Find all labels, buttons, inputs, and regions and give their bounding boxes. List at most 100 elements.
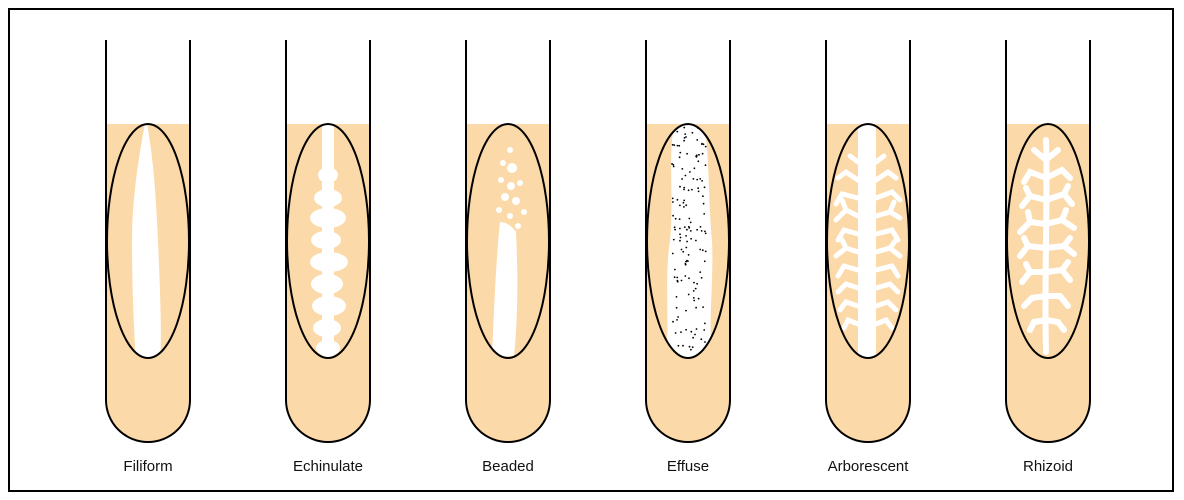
effuse-dot	[673, 239, 675, 241]
effuse-dot	[695, 155, 697, 157]
effuse-dot	[683, 200, 685, 202]
effuse-dot	[679, 156, 681, 158]
effuse-dot	[701, 277, 703, 279]
effuse-dot	[672, 215, 674, 217]
effuse-dot	[690, 331, 692, 333]
effuse-dot	[695, 307, 697, 309]
tube-echinulate: Echinulate	[286, 40, 370, 475]
tube-arborescent: Arborescent	[826, 40, 910, 475]
effuse-dot	[693, 290, 695, 292]
effuse-dot	[696, 328, 698, 330]
effuse-dot	[688, 294, 690, 296]
effuse-dot	[676, 277, 678, 279]
effuse-dot	[684, 275, 686, 277]
effuse-dot	[704, 341, 706, 343]
effuse-dot	[674, 226, 676, 228]
effuse-dot	[683, 127, 685, 129]
effuse-dot	[702, 249, 704, 251]
effuse-dot	[678, 145, 680, 147]
effuse-dot	[703, 213, 705, 215]
effuse-dot	[693, 300, 695, 302]
effuse-dot	[677, 316, 679, 318]
effuse-dot	[682, 251, 684, 253]
effuse-dot	[688, 189, 690, 191]
effuse-dot	[676, 319, 678, 321]
effuse-dot	[685, 310, 687, 312]
effuse-dot	[685, 204, 687, 206]
effuse-dot	[681, 280, 683, 282]
effuse-dot	[686, 229, 688, 231]
effuse-dot	[692, 337, 694, 339]
effuse-dot	[679, 218, 681, 220]
effuse-dot	[701, 180, 703, 182]
effuse-dot	[700, 338, 702, 340]
effuse-dot	[673, 166, 675, 168]
effuse-dot	[677, 145, 679, 147]
effuse-dot	[681, 178, 683, 180]
tube-beaded: Beaded	[466, 40, 550, 475]
effuse-dot	[703, 329, 705, 331]
effuse-dot	[698, 298, 700, 300]
effuse-dot	[690, 222, 692, 224]
effuse-dot	[682, 345, 684, 347]
effuse-dot	[683, 202, 685, 204]
effuse-dot	[695, 288, 697, 290]
effuse-dot	[704, 260, 706, 262]
effuse-dot	[674, 276, 676, 278]
effuse-dot	[695, 240, 697, 242]
effuse-dot	[696, 179, 698, 181]
effuse-dot	[673, 144, 675, 146]
effuse-dot	[687, 260, 689, 262]
effuse-dot	[680, 237, 682, 239]
effuse-dot	[681, 168, 683, 170]
effuse-dot	[685, 235, 687, 237]
effuse-dot	[693, 282, 695, 284]
effuse-dot	[674, 229, 676, 231]
effuse-dot	[703, 203, 705, 205]
effuse-dot	[688, 218, 690, 220]
label-echinulate: Echinulate	[293, 458, 363, 475]
tube-effuse: Effuse	[646, 40, 730, 475]
effuse-dot	[691, 189, 693, 191]
effuse-dot	[699, 249, 701, 251]
effuse-dot	[704, 231, 706, 233]
effuse-dot	[672, 201, 674, 203]
effuse-dot	[689, 171, 691, 173]
label-arborescent: Arborescent	[828, 458, 910, 475]
effuse-dot	[683, 140, 685, 142]
effuse-dot	[681, 249, 683, 251]
effuse-dot	[674, 269, 676, 271]
effuse-dot	[672, 144, 674, 146]
effuse-dot	[675, 332, 677, 334]
effuse-dot	[696, 283, 698, 285]
effuse-dot	[678, 345, 680, 347]
effuse-dot	[671, 163, 673, 165]
effuse-dot	[685, 247, 687, 249]
effuse-dot	[689, 346, 691, 348]
effuse-dot	[702, 306, 704, 308]
effuse-dot	[696, 139, 698, 141]
label-rhizoid: Rhizoid	[1023, 458, 1073, 475]
effuse-dot	[683, 189, 685, 191]
label-beaded: Beaded	[482, 458, 534, 475]
effuse-dot	[690, 238, 692, 240]
effuse-dot	[685, 329, 687, 331]
tube-filiform: Filiform	[106, 40, 190, 475]
effuse-dot	[685, 136, 687, 138]
effuse-dot	[701, 230, 703, 232]
effuse-dot	[686, 153, 688, 155]
effuse-dot	[680, 331, 682, 333]
effuse-dot	[684, 226, 686, 228]
tube-rhizoid: Rhizoid	[1006, 40, 1090, 475]
effuse-dot	[683, 206, 685, 208]
effuse-dot	[672, 321, 674, 323]
effuse-dot	[679, 186, 681, 188]
effuse-dot	[676, 296, 678, 298]
effuse-dot	[699, 271, 701, 273]
effuse-dot	[688, 254, 690, 256]
effuse-dot	[688, 277, 690, 279]
effuse-dot	[693, 297, 695, 299]
effuse-dot	[690, 230, 692, 232]
effuse-dot	[705, 251, 707, 253]
label-filiform: Filiform	[123, 458, 172, 475]
